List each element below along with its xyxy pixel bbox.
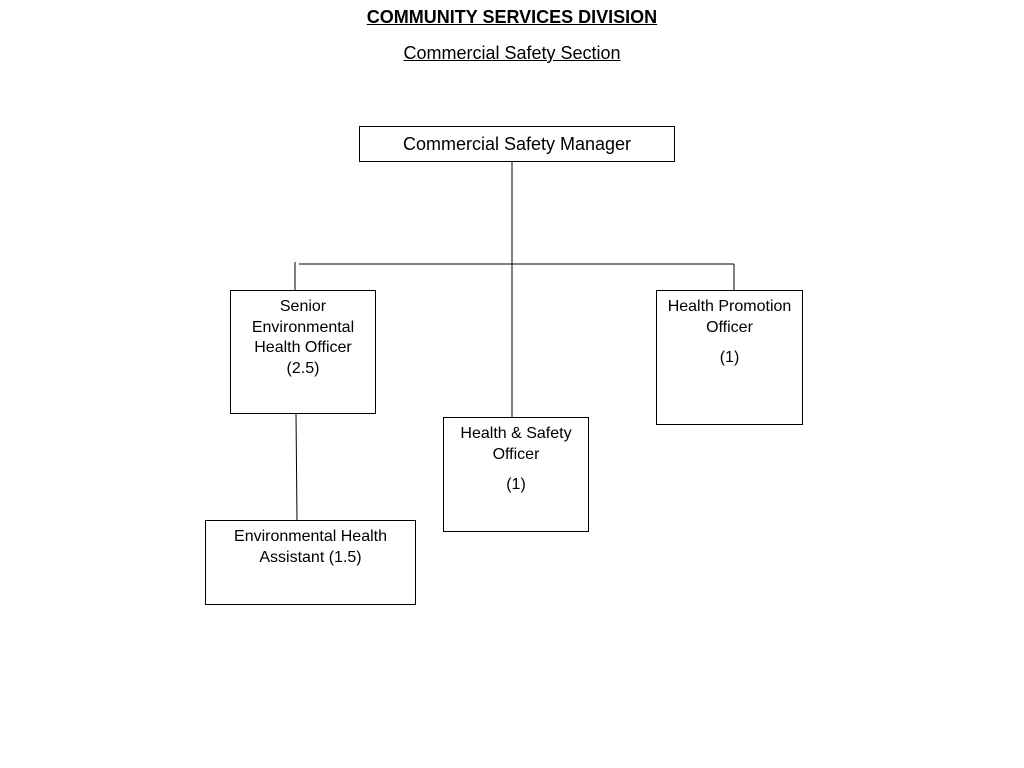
env-assistant-box: Environmental Health Assistant (1.5)	[205, 520, 416, 605]
senior-ehs-box: Senior Environmental Health Officer (2.5…	[230, 290, 376, 414]
health-promotion-count: (1)	[719, 349, 740, 366]
division-title: COMMUNITY SERVICES DIVISION	[366, 7, 658, 27]
section-title: Commercial Safety Section	[403, 43, 621, 63]
health-safety-box: Health & Safety Officer (1)	[443, 417, 589, 532]
health-promotion-box: Health Promotion Officer (1)	[656, 290, 803, 425]
senior-ehs-title: Senior Environmental Health Officer	[251, 298, 355, 356]
env-assistant-title: Environmental Health Assistant (1.5)	[234, 528, 387, 566]
health-safety-title: Health & Safety Officer	[460, 425, 572, 463]
connector-seho-to-assistant	[295, 413, 298, 521]
senior-ehs-count: (2.5)	[286, 359, 320, 377]
manager-title: Commercial Safety Manager	[402, 134, 632, 154]
manager-box: Commercial Safety Manager	[359, 126, 675, 162]
health-promotion-title: Health Promotion Officer	[667, 298, 792, 336]
health-safety-count: (1)	[506, 476, 526, 493]
